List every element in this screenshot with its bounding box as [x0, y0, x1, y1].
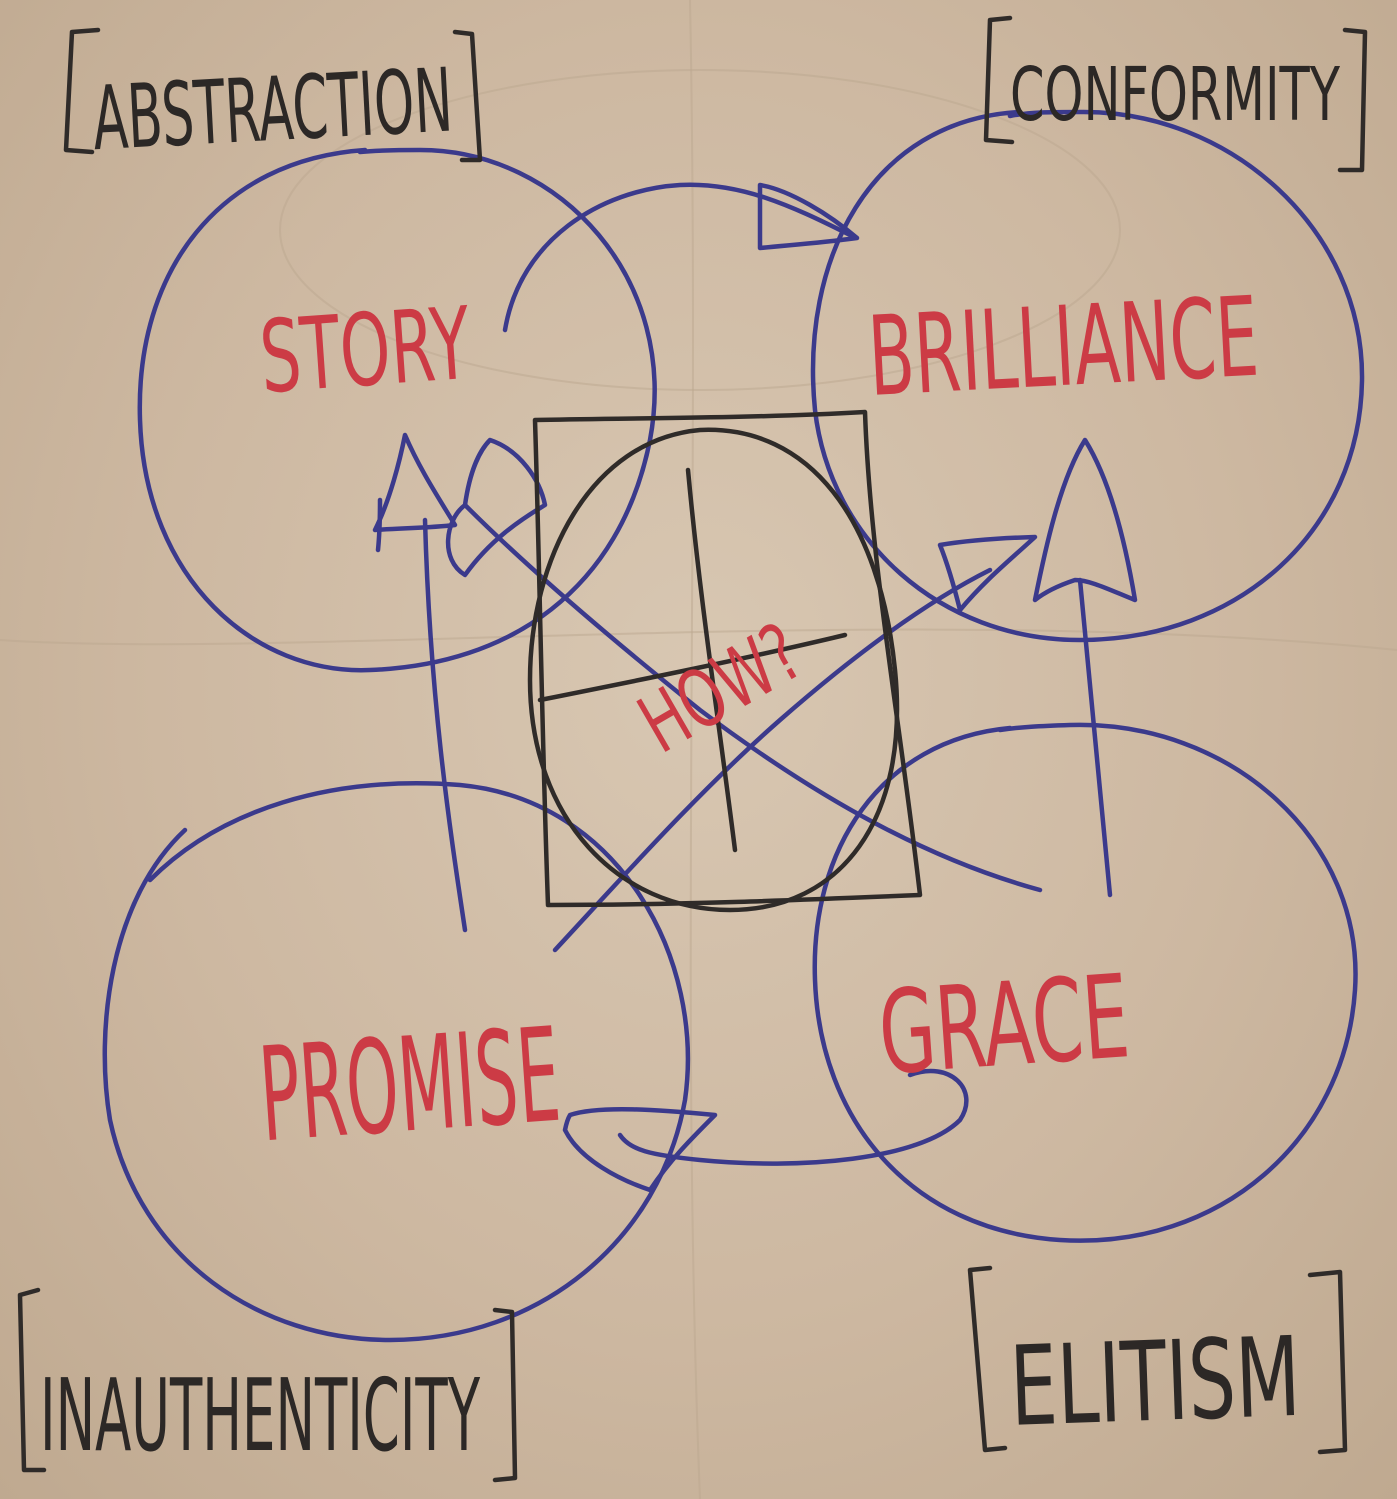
- value-circles: [102, 109, 1365, 1343]
- arrow-promise-to-brilliance: [552, 567, 993, 953]
- bracket-conformity: [983, 15, 1015, 145]
- bracket-inauthenticity: [17, 1287, 47, 1473]
- arrow-grace-to-brilliance: [1077, 577, 1113, 898]
- label-elitism: ELITISM: [1008, 1313, 1302, 1451]
- shadow-labels: ABSTRACTION CONFORMITY INAUTHENTICITY EL…: [17, 15, 1368, 1483]
- arrow-grace-to-promise: [617, 1068, 969, 1166]
- label-story: STORY: [256, 285, 474, 416]
- label-abstraction: ABSTRACTION: [90, 49, 455, 171]
- label-promise: PROMISE: [255, 999, 565, 1172]
- value-labels: STORY BRILLIANCE PROMISE GRACE HOW?: [255, 273, 1262, 1172]
- circle-bottom-right: [812, 722, 1358, 1243]
- center-square: [532, 409, 923, 908]
- bracket-abstraction: [63, 27, 101, 155]
- bracket-elitism: [967, 1265, 1008, 1453]
- center-horizontal-line: [537, 632, 848, 703]
- arrow-promise-to-story: [422, 517, 468, 933]
- label-conformity: CONFORMITY: [1010, 52, 1341, 138]
- center-circle: [527, 427, 900, 913]
- label-brilliance: BRILLIANCE: [865, 273, 1261, 421]
- arrow-story-to-brilliance: [502, 182, 853, 333]
- circle-top-right: [810, 109, 1365, 643]
- label-inauthenticity: INAUTHENTICITY: [40, 1357, 480, 1474]
- label-grace: GRACE: [875, 950, 1134, 1101]
- flow-arrows: [372, 182, 1138, 1193]
- center-box: [527, 409, 923, 913]
- circle-top-left: [137, 147, 657, 673]
- arrow-story-to-grace: [462, 502, 1043, 893]
- circle-bottom-left: [102, 781, 691, 1343]
